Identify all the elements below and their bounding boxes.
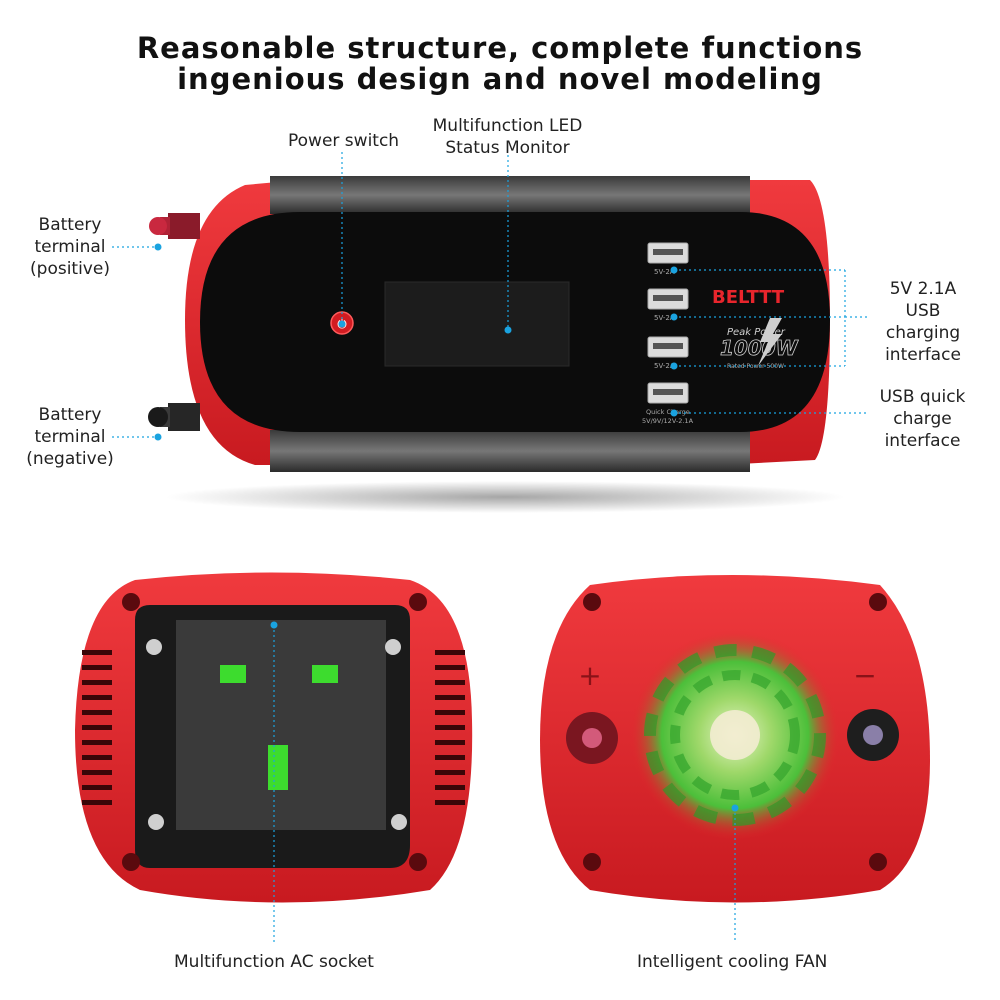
usb-quick-charge-label-line-2: charge bbox=[893, 409, 952, 429]
qc-text-2: 5V/9V/12V-2.1A bbox=[642, 417, 694, 425]
battery-positive-label: Battery terminal (positive) bbox=[20, 214, 120, 280]
inverter-ac-end bbox=[75, 572, 473, 903]
battery-terminal-negative bbox=[148, 403, 200, 431]
battery-positive-label-line-3: (positive) bbox=[30, 259, 110, 279]
minus-sign: − bbox=[853, 659, 876, 692]
led-monitor-label: Multifunction LED Status Monitor bbox=[420, 115, 595, 159]
peak-power-label: Peak Power bbox=[727, 327, 786, 338]
leader-lines bbox=[112, 152, 870, 942]
page-title-line-1: Reasonable structure, complete functions bbox=[136, 31, 864, 65]
ac-socket-pin-right bbox=[312, 665, 338, 683]
screw-icon bbox=[391, 814, 407, 830]
usb-quick-charge-label: USB quick charge interface bbox=[865, 386, 980, 452]
ac-socket-faceplate bbox=[176, 620, 386, 830]
usb-port-3-text: 5V-2A bbox=[654, 362, 675, 370]
battery-positive-label-line-1: Battery bbox=[38, 215, 102, 235]
led-monitor-label-line-2: Status Monitor bbox=[445, 138, 570, 158]
usb-charging-label-line-3: charging bbox=[885, 323, 961, 343]
qc-text-1: Quick Charge bbox=[646, 408, 690, 416]
led-monitor-label-line-1: Multifunction LED bbox=[432, 116, 583, 136]
peak-power-value: 1000W bbox=[720, 336, 799, 360]
ac-socket-pin-earth bbox=[268, 745, 288, 790]
battery-positive-label-line-2: terminal bbox=[34, 237, 106, 257]
usb-port-1-text: 5V-2A bbox=[654, 268, 675, 276]
screw-icon bbox=[385, 639, 401, 655]
battery-terminal-positive bbox=[149, 213, 200, 239]
usb-port-2-text: 5V-2A bbox=[654, 314, 675, 322]
usb-charging-label: 5V 2.1A USB charging interface bbox=[868, 278, 978, 366]
usb-quick-charge-label-line-1: USB quick bbox=[879, 387, 966, 407]
usb-quick-charge-label-line-3: interface bbox=[884, 431, 961, 451]
bolt-icon bbox=[758, 318, 782, 366]
ac-socket-pin-left bbox=[220, 665, 246, 683]
leader-dots bbox=[154, 243, 739, 812]
battery-negative-label-line-1: Battery bbox=[38, 405, 102, 425]
power-switch-label: Power switch bbox=[288, 131, 400, 151]
usb-charging-label-line-1: 5V 2.1A bbox=[889, 279, 957, 299]
battery-negative-label-line-2: terminal bbox=[34, 427, 106, 447]
inverter-top-view: ⏻ 5V-2A 5V-2A 5V-2A Quick Charge 5V/9V/1… bbox=[148, 176, 845, 513]
ac-socket-label: Multifunction AC socket bbox=[174, 952, 374, 972]
led-screen bbox=[384, 281, 570, 367]
brand-logo: BELTTT bbox=[712, 287, 785, 308]
screw-icon bbox=[146, 639, 162, 655]
usb-ports: 5V-2A 5V-2A 5V-2A Quick Charge 5V/9V/12V… bbox=[642, 242, 694, 425]
battery-negative-label: Battery terminal (negative) bbox=[20, 404, 120, 470]
usb-charging-label-line-2: USB bbox=[905, 301, 941, 321]
inverter-fan-end: + − bbox=[540, 575, 930, 903]
usb-charging-label-line-4: interface bbox=[885, 345, 961, 365]
screw-icon bbox=[148, 814, 164, 830]
plus-sign: + bbox=[578, 659, 601, 692]
cooling-fan-label: Intelligent cooling FAN bbox=[637, 952, 828, 972]
page-title-line-2: ingenious design and novel modeling bbox=[177, 62, 823, 96]
battery-negative-label-line-3: (negative) bbox=[26, 449, 114, 469]
